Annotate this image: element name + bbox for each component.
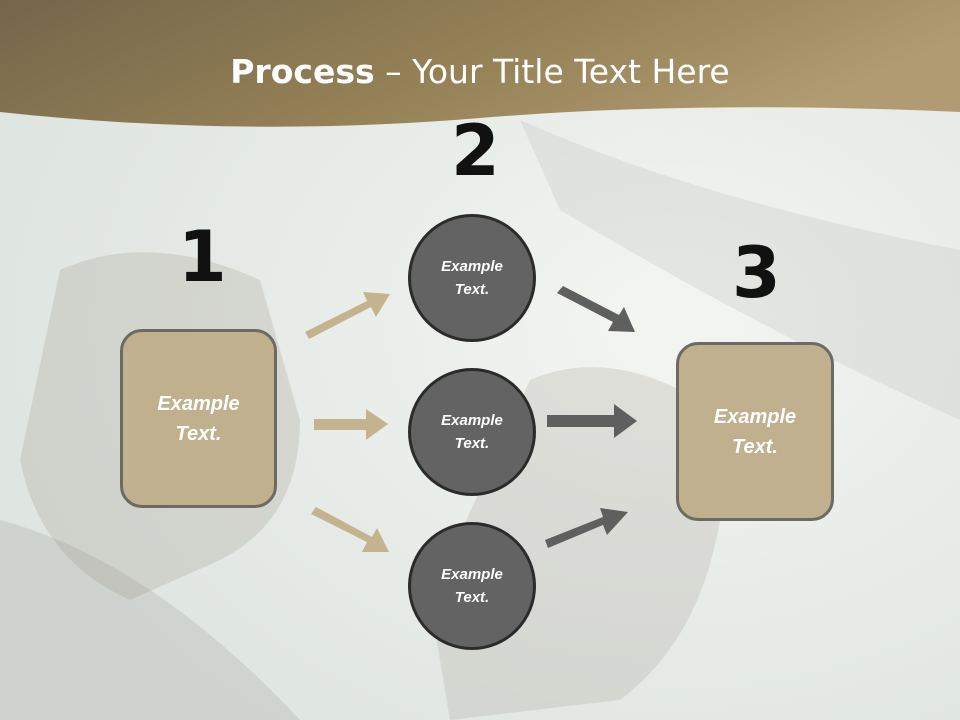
step-3-box: Example Text. bbox=[676, 342, 834, 521]
arrow-left-down bbox=[311, 507, 389, 552]
step-3-text-line1: Example bbox=[713, 405, 797, 428]
arrow-right-down bbox=[557, 286, 635, 332]
step-number-2: 2 bbox=[451, 110, 500, 192]
arrow-right-middle bbox=[547, 404, 637, 438]
circle-middle: Example Text. bbox=[408, 368, 536, 496]
step-1-text-line2: Text. bbox=[175, 422, 222, 445]
step-3-text-line2: Text. bbox=[732, 435, 778, 458]
circle-middle-text-line2: Text. bbox=[454, 435, 490, 452]
circle-bottom: Example Text. bbox=[408, 522, 536, 650]
circle-bottom-text-line1: Example bbox=[441, 566, 503, 583]
circle-bottom-text-line2: Text. bbox=[454, 589, 490, 606]
page-title: Process – Your Title Text Here bbox=[0, 52, 960, 91]
circle-top: Example Text. bbox=[408, 214, 536, 342]
arrow-left-middle bbox=[314, 409, 388, 440]
circle-top-text-line1: Example bbox=[441, 258, 503, 275]
arrow-right-up bbox=[545, 508, 628, 548]
step-1-box: Example Text. bbox=[120, 329, 277, 508]
step-number-3: 3 bbox=[732, 232, 781, 314]
step-1-text-line1: Example bbox=[157, 392, 240, 415]
circle-middle-text-line1: Example bbox=[441, 412, 503, 429]
title-bold: Process bbox=[230, 52, 375, 91]
step-number-1: 1 bbox=[178, 216, 227, 298]
circle-top-text-line2: Text. bbox=[454, 281, 490, 298]
arrow-left-up bbox=[305, 292, 390, 339]
title-rest: – Your Title Text Here bbox=[374, 52, 730, 91]
